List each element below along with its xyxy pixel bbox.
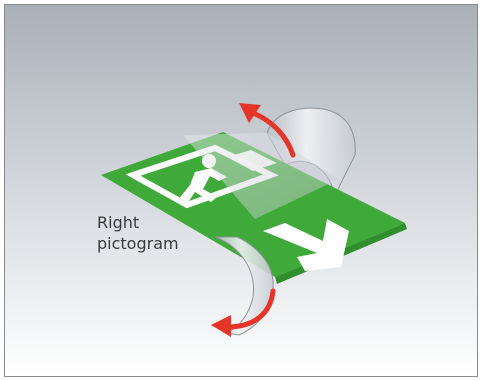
exit-sign-illustration <box>5 5 478 377</box>
illustration-frame: Right pictogram <box>4 4 478 377</box>
caption-line-1: Right <box>97 212 207 233</box>
right-pictogram-label: Right pictogram <box>97 212 207 254</box>
caption-line-2: pictogram <box>97 233 207 254</box>
